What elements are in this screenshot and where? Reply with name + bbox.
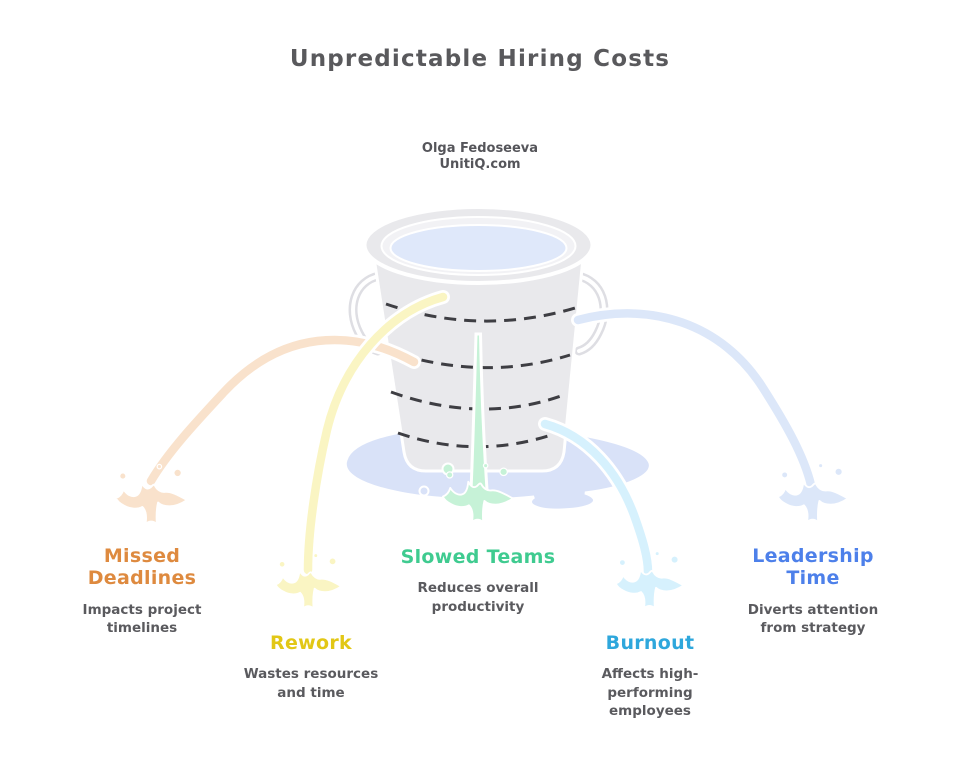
leak-label: Missed Deadlines [87, 545, 197, 590]
bucket-handle-right [573, 271, 609, 356]
water-surface [389, 224, 568, 272]
leak-callout-burnout: Burnout Affects high-performing employee… [560, 632, 740, 720]
stream-rework [301, 290, 450, 577]
leak-description: Reduces overall productivity [417, 580, 539, 615]
leak-callout-slowed-teams: Slowed Teams Reduces overall productivit… [378, 546, 578, 616]
leak-callout-missed-deadlines: Missed Deadlines Impacts project timelin… [52, 545, 232, 637]
leak-label: Burnout [605, 632, 695, 654]
leak-callout-rework: Rework Wastes resources and time [221, 632, 401, 702]
leak-label: Leadership Time [752, 545, 874, 590]
stream-leadership-time [571, 306, 818, 492]
attribution: Olga Fedoseeva UnitiQ.com [0, 141, 960, 174]
attribution-website: UnitiQ.com [439, 157, 521, 173]
leak-description: Affects high-performing employees [601, 666, 699, 719]
leak-label: Slowed Teams [400, 546, 556, 568]
leak-description: Wastes resources and time [243, 666, 379, 701]
page-title: Unpredictable Hiring Costs [289, 46, 671, 72]
leak-callout-leadership-time: Leadership Time Diverts attention from s… [723, 545, 903, 637]
leak-description: Diverts attention from strategy [747, 601, 879, 637]
attribution-author: Olga Fedoseeva [421, 141, 539, 156]
stream-burnout [538, 417, 655, 579]
leak-label: Rework [270, 632, 352, 654]
leak-description: Impacts project timelines [82, 601, 202, 637]
